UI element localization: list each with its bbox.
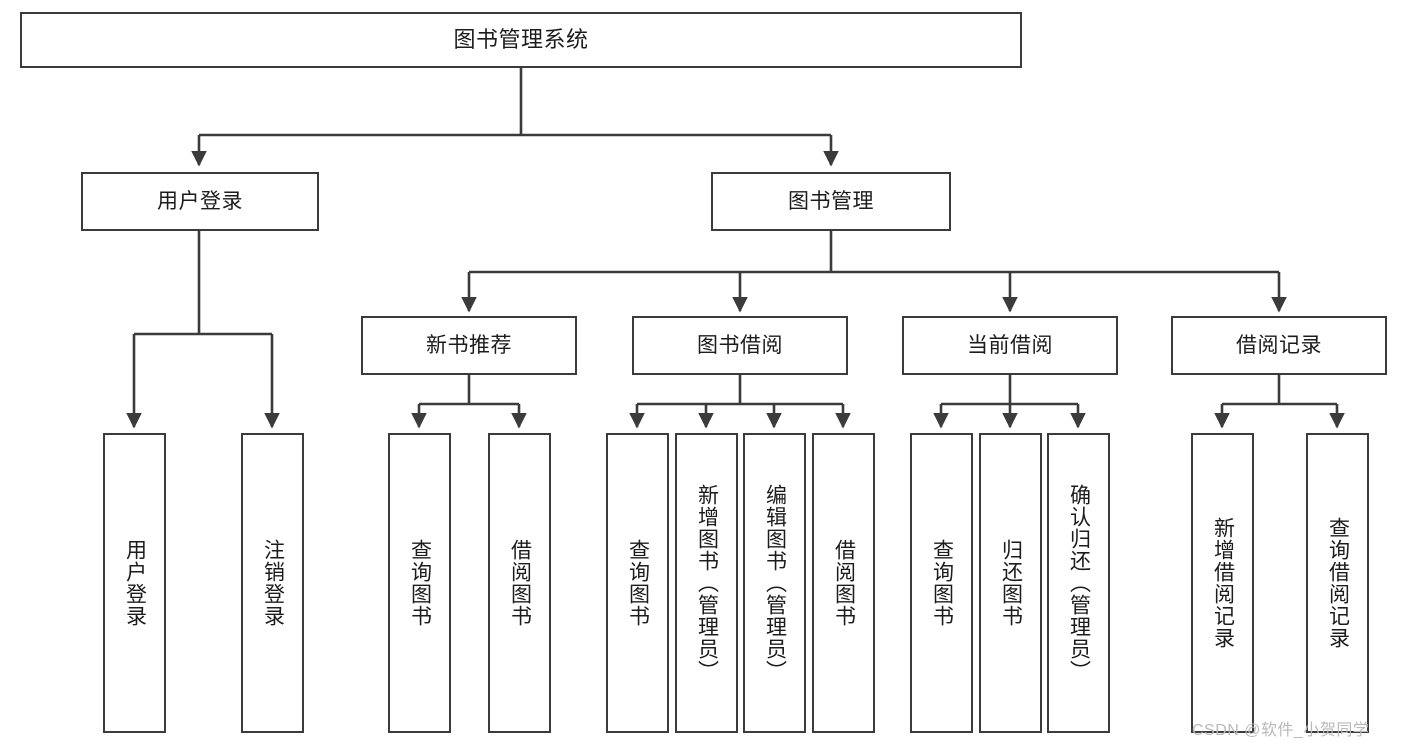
leaf-add-book-label: 新增图书（管理员） [695, 484, 719, 682]
leaf-query-record[interactable]: 查询借阅记录 [1306, 433, 1369, 733]
leaf-query-book-2-label: 查询图书 [626, 539, 650, 627]
leaf-query-record-label: 查询借阅记录 [1326, 517, 1350, 649]
leaf-add-record-label: 新增借阅记录 [1211, 517, 1235, 649]
leaf-add-record[interactable]: 新增借阅记录 [1191, 433, 1254, 733]
leaf-query-book-3[interactable]: 查询图书 [910, 433, 973, 733]
node-new-book-rec-label: 新书推荐 [426, 333, 512, 357]
leaf-add-book[interactable]: 新增图书（管理员） [675, 433, 738, 733]
leaf-edit-book-label: 编辑图书（管理员） [763, 484, 787, 682]
leaf-return-book[interactable]: 归还图书 [979, 433, 1042, 733]
leaf-logout-label: 注销登录 [261, 539, 285, 627]
leaf-edit-book[interactable]: 编辑图书（管理员） [743, 433, 806, 733]
leaf-borrow-book-1[interactable]: 借阅图书 [488, 433, 551, 733]
node-root-label: 图书管理系统 [453, 26, 589, 52]
node-book-borrow[interactable]: 图书借阅 [632, 316, 848, 375]
node-book-manage[interactable]: 图书管理 [711, 172, 951, 231]
node-user-login-label: 用户登录 [157, 189, 243, 213]
node-borrow-record-label: 借阅记录 [1236, 333, 1322, 357]
leaf-user-login[interactable]: 用户登录 [103, 433, 166, 733]
leaf-user-login-label: 用户登录 [123, 539, 147, 627]
node-borrow-record[interactable]: 借阅记录 [1171, 316, 1387, 375]
leaf-confirm-return[interactable]: 确认归还（管理员） [1047, 433, 1110, 733]
leaf-borrow-book-1-label: 借阅图书 [508, 539, 532, 627]
node-current-borrow[interactable]: 当前借阅 [902, 316, 1118, 375]
node-new-book-rec[interactable]: 新书推荐 [361, 316, 577, 375]
node-book-borrow-label: 图书借阅 [697, 333, 783, 357]
leaf-borrow-book-2-label: 借阅图书 [832, 539, 856, 627]
leaf-logout[interactable]: 注销登录 [241, 433, 304, 733]
node-book-manage-label: 图书管理 [788, 189, 874, 213]
leaf-query-book-1-label: 查询图书 [408, 539, 432, 627]
node-root[interactable]: 图书管理系统 [20, 12, 1022, 68]
csdn-watermark: CSDN @软件_小贺同学 [1192, 722, 1370, 739]
leaf-query-book-1[interactable]: 查询图书 [388, 433, 451, 733]
node-current-borrow-label: 当前借阅 [967, 333, 1053, 357]
leaf-query-book-3-label: 查询图书 [930, 539, 954, 627]
leaf-query-book-2[interactable]: 查询图书 [606, 433, 669, 733]
leaf-borrow-book-2[interactable]: 借阅图书 [812, 433, 875, 733]
node-user-login[interactable]: 用户登录 [81, 172, 319, 231]
leaf-confirm-return-label: 确认归还（管理员） [1067, 484, 1091, 682]
leaf-return-book-label: 归还图书 [999, 539, 1023, 627]
